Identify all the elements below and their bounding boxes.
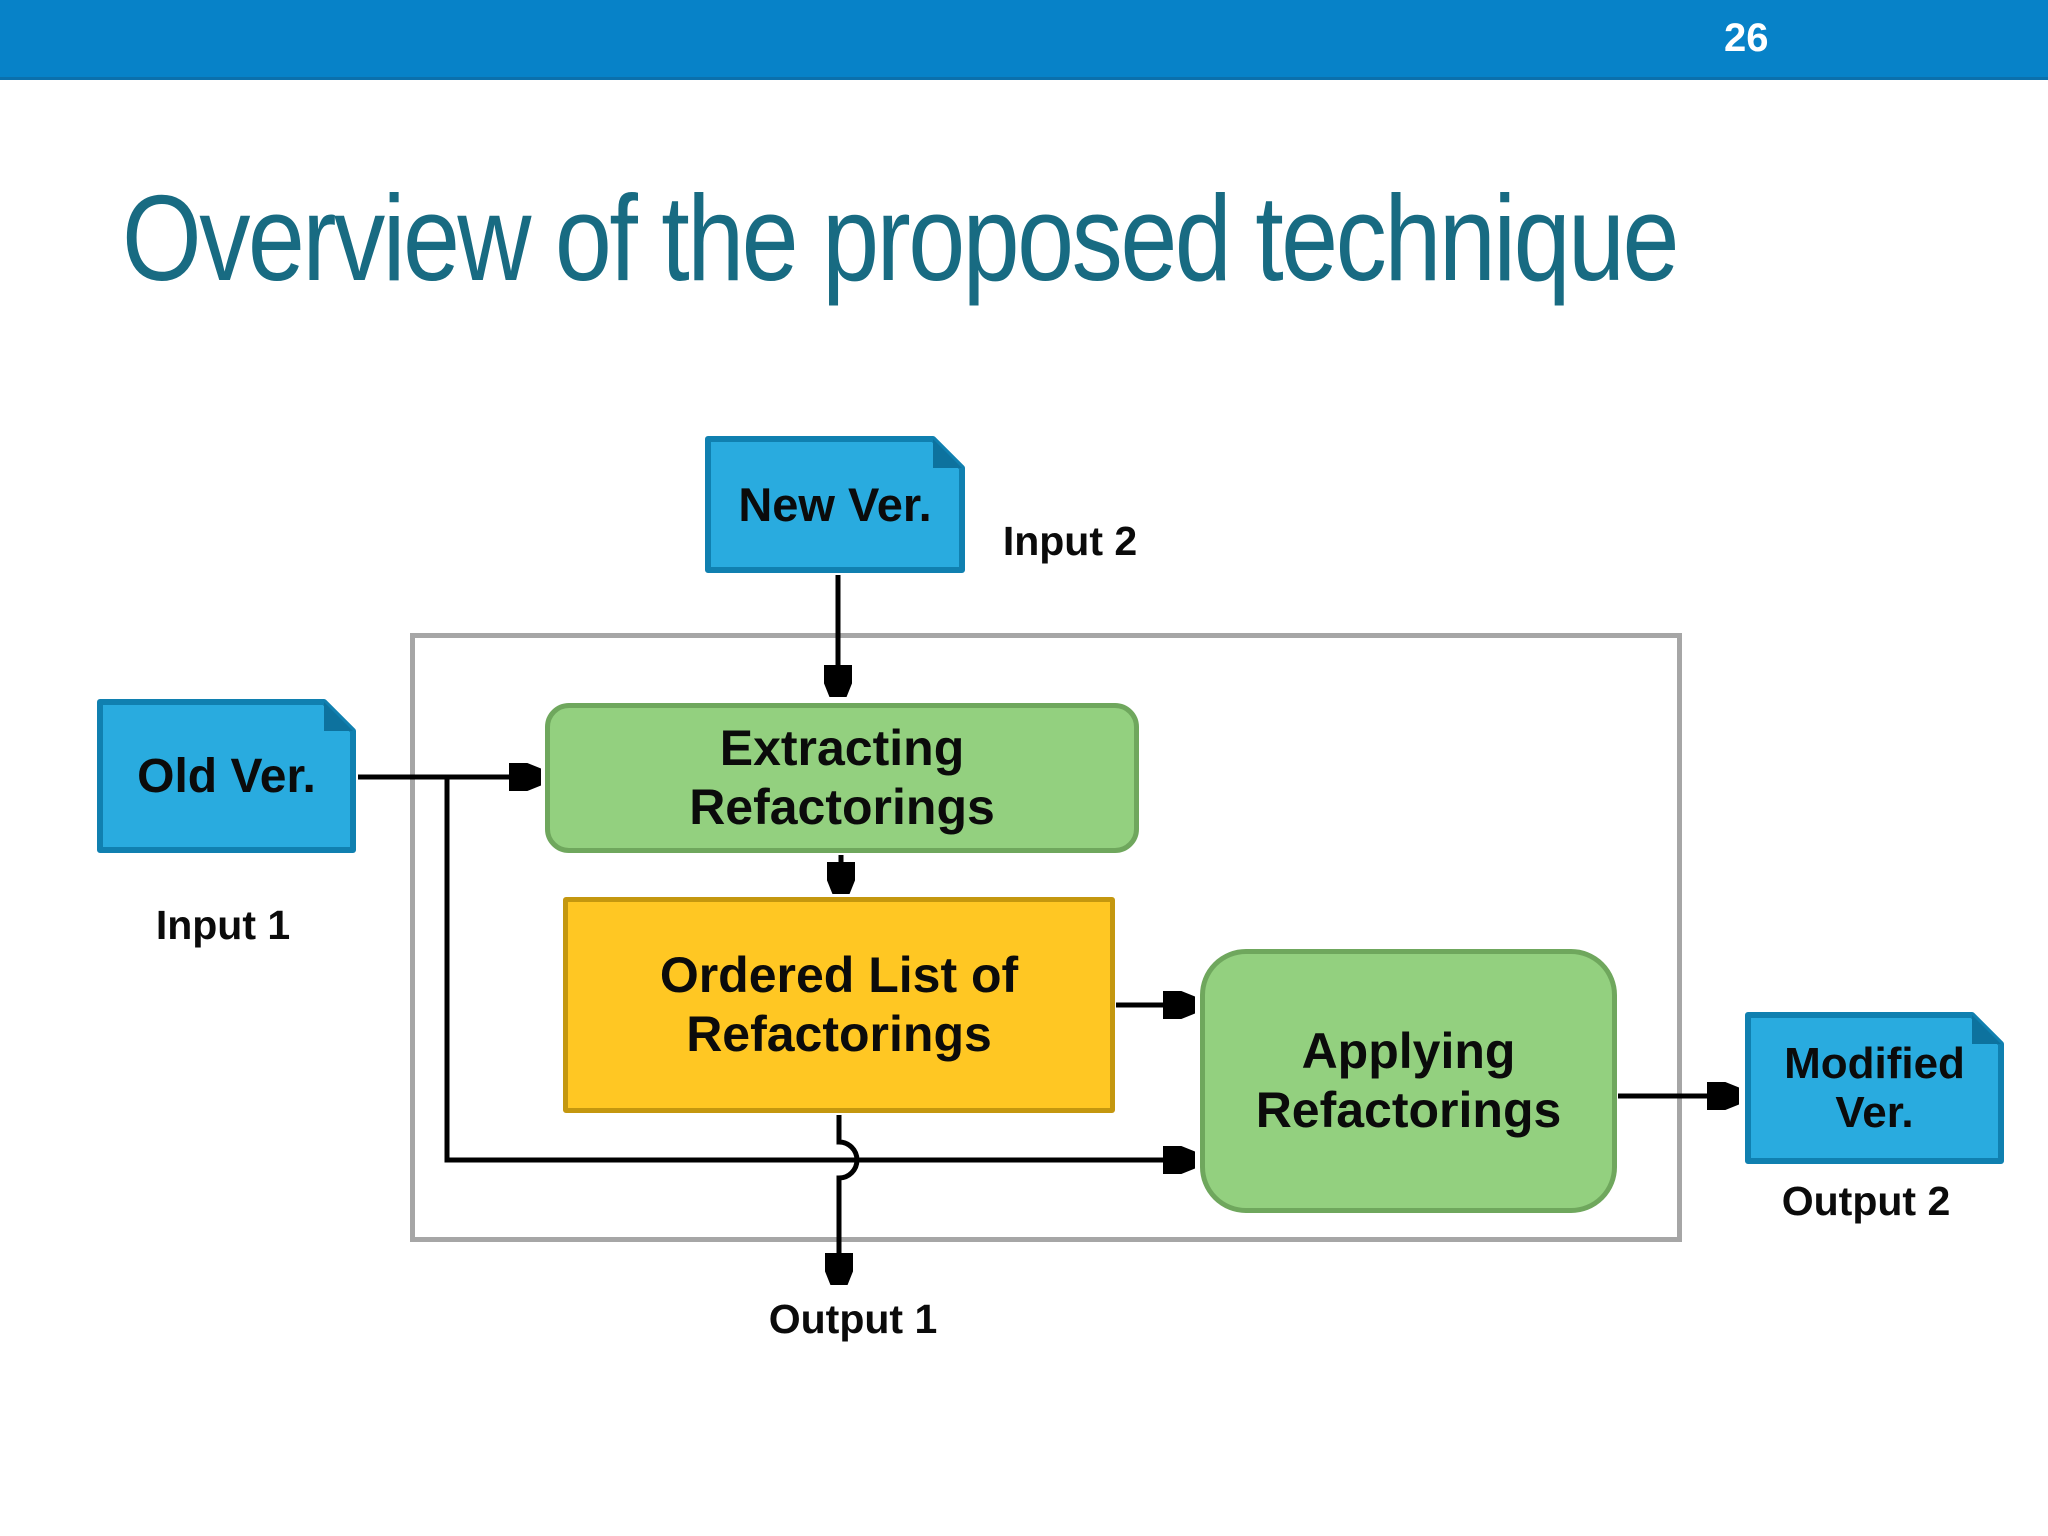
- document-shape-icon: [97, 699, 356, 853]
- node-modified-ver-label: Modified Ver.: [1784, 1039, 1965, 1138]
- node-applying-line1: Applying: [1301, 1023, 1516, 1079]
- node-old-ver-label: Old Ver.: [137, 749, 316, 803]
- node-extracting-line2: Refactorings: [689, 779, 995, 835]
- node-modified-ver-line2: Ver.: [1835, 1088, 1914, 1137]
- node-applying-refactorings: Applying Refactorings: [1200, 949, 1617, 1213]
- node-old-ver: Old Ver.: [97, 699, 356, 853]
- node-applying-line2: Refactorings: [1255, 1082, 1562, 1138]
- slide-title: Overview of the proposed technique: [122, 170, 1680, 306]
- page-number: 26: [1724, 16, 1769, 60]
- node-ordered-list-line1: Ordered List of: [659, 947, 1019, 1003]
- technique-boundary-box: [410, 633, 1682, 1242]
- label-output-2: Output 2: [1781, 1178, 1951, 1224]
- node-extracting-label: Extracting Refactorings: [689, 719, 995, 837]
- document-shape-icon: [1745, 1012, 2004, 1164]
- node-ordered-list-label: Ordered List of Refactorings: [660, 946, 1018, 1064]
- node-extracting-refactorings: Extracting Refactorings: [545, 703, 1139, 853]
- node-modified-ver: Modified Ver.: [1745, 1012, 2004, 1164]
- document-shape-icon: [705, 436, 965, 573]
- node-applying-label: Applying Refactorings: [1256, 1022, 1562, 1140]
- node-modified-ver-line1: Modified: [1784, 1038, 1965, 1088]
- node-new-ver-label: New Ver.: [738, 478, 932, 531]
- node-ordered-list-of-refactorings: Ordered List of Refactorings: [563, 897, 1115, 1113]
- label-input-2: Input 2: [1002, 518, 1138, 564]
- label-input-1: Input 1: [155, 902, 291, 948]
- node-ordered-list-line2: Refactorings: [686, 1006, 992, 1062]
- label-output-1: Output 1: [768, 1296, 938, 1342]
- node-extracting-line1: Extracting: [719, 720, 965, 776]
- node-new-ver: New Ver.: [705, 436, 965, 573]
- header-bar: 26: [0, 0, 2048, 80]
